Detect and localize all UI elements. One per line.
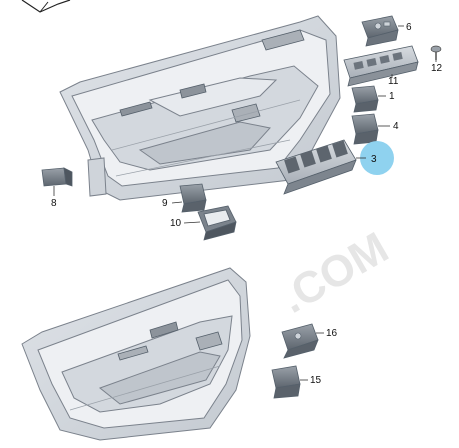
part-15-window-switch[interactable] [271,365,301,399]
part-1-window-switch[interactable] [351,85,379,113]
front-door-trim-panel [59,15,341,201]
callout-4: 4 [393,121,399,132]
part-16-mirror-switch[interactable] [281,323,319,359]
part-6-mirror-switch[interactable] [361,15,399,47]
callout-labels: 6 11 12 1 4 3 8 9 10 16 15 [51,22,443,386]
part-9-switch[interactable] [179,183,207,213]
callout-1: 1 [389,91,395,102]
part-12-screw[interactable] [430,45,442,60]
callout-12: 12 [431,63,443,74]
part-3-highlight [360,141,394,175]
callout-10: 10 [170,218,182,229]
callout-3: 3 [371,154,377,165]
watermark-text: .COM [273,223,397,323]
part-10-switch-frame[interactable] [197,205,237,241]
callout-6: 6 [406,22,412,33]
callout-11: 11 [388,76,399,87]
part-11-memory-switch-block[interactable] [343,45,419,87]
callout-15: 15 [310,375,322,386]
part-3-window-switch-block[interactable] [275,139,357,195]
part-8-small-switch[interactable] [41,167,73,187]
corner-logo-icon [21,0,71,13]
leader-lines [53,25,437,381]
callout-9: 9 [162,198,168,209]
rear-door-trim-panel [21,267,251,441]
part-4-window-switch[interactable] [351,113,379,145]
callout-16: 16 [326,328,338,339]
callout-8: 8 [51,198,57,209]
